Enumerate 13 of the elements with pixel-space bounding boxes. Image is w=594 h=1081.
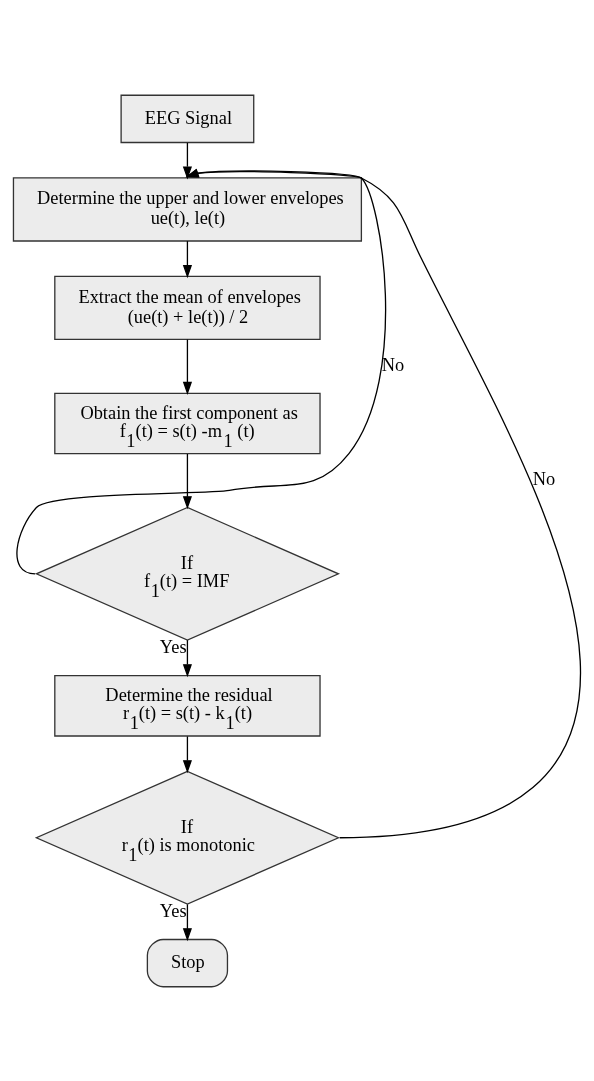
node-box: EEG Signal [120,94,255,143]
arrow [182,338,193,395]
arrow [182,141,193,180]
edge-label: No [532,468,556,489]
arrow [182,903,193,941]
arrow [182,735,193,773]
node-box: Stop [146,938,229,987]
node-box: Determine the upper and lower envelopes ue(t), le(t) [12,176,363,242]
arrow [182,239,193,278]
node-box: Extract the mean of envelopes (ue(t) + le(t)) / 2 [54,275,321,340]
arrow [182,452,193,509]
edge-label: No [381,354,405,375]
arrow [182,639,193,677]
